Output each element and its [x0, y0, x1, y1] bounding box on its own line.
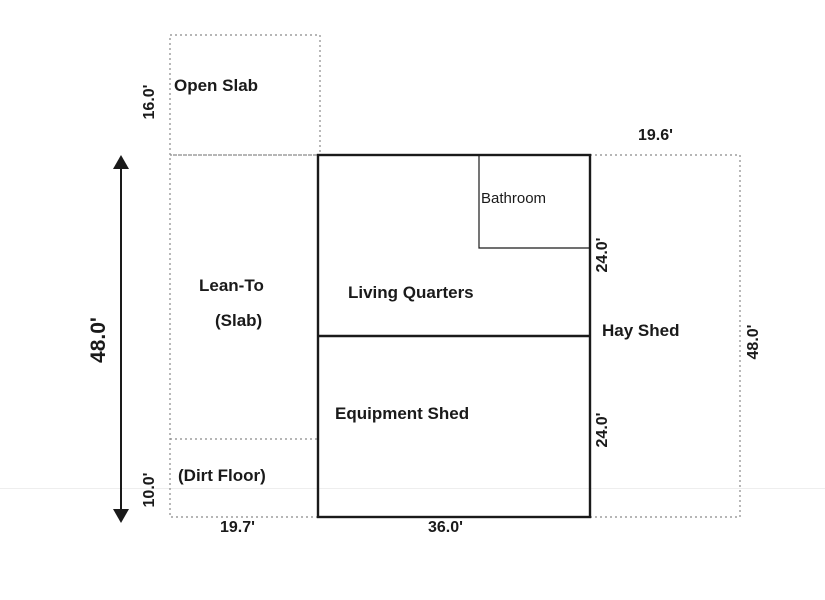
dirt-floor-label: (Dirt Floor): [178, 466, 266, 485]
hay-shed-label: Hay Shed: [602, 321, 680, 340]
hay-shed-outline: [589, 154, 741, 518]
scan-line: [0, 488, 825, 489]
open-slab-depth-dimension: 16.0': [141, 84, 158, 120]
equipment-shed-depth-dimension: 24.0': [594, 412, 611, 448]
arrow-head-top-icon: [113, 155, 129, 169]
overall-length-dimension: 48.0': [87, 317, 110, 363]
dirt-floor-depth-dimension: 10.0': [141, 472, 158, 508]
lean-to-outline: [169, 154, 319, 518]
equipment-shed-label: Equipment Shed: [335, 404, 470, 423]
open-slab-label: Open Slab: [174, 76, 259, 95]
bathroom-label: Bathroom: [481, 190, 547, 207]
lean-to-slab-label: (Slab): [215, 311, 263, 330]
bathroom-outline: [478, 155, 590, 249]
overall-length-arrow: [113, 155, 129, 523]
living-quarters-label: Living Quarters: [348, 283, 474, 302]
hay-shed-length-dimension: 48.0': [745, 324, 762, 360]
hay-shed-width-dimension: 19.6': [638, 127, 673, 144]
main-width-dimension: 36.0': [428, 519, 463, 536]
arrow-head-bottom-icon: [113, 509, 129, 523]
lean-to-width-dimension: 19.7': [220, 519, 255, 536]
living-quarters-depth-dimension: 24.0': [594, 237, 611, 273]
lean-to-label: Lean-To: [199, 276, 264, 295]
